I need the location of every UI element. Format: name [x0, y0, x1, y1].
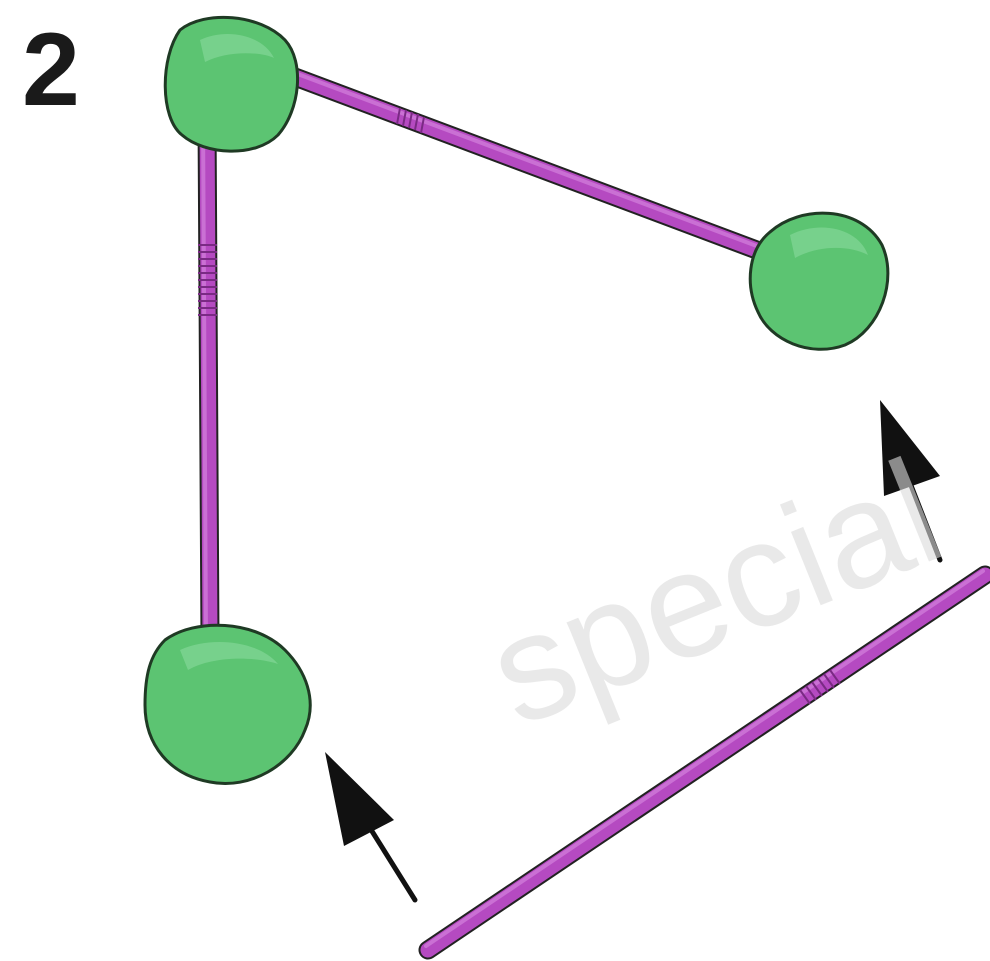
ball-right [750, 213, 888, 349]
ball-top-left [165, 17, 297, 151]
stick-top [255, 58, 770, 255]
arrow-left [325, 752, 415, 900]
stick-left [198, 118, 217, 640]
ball-bottom-left [145, 625, 310, 783]
step-number: 2 [22, 18, 80, 122]
